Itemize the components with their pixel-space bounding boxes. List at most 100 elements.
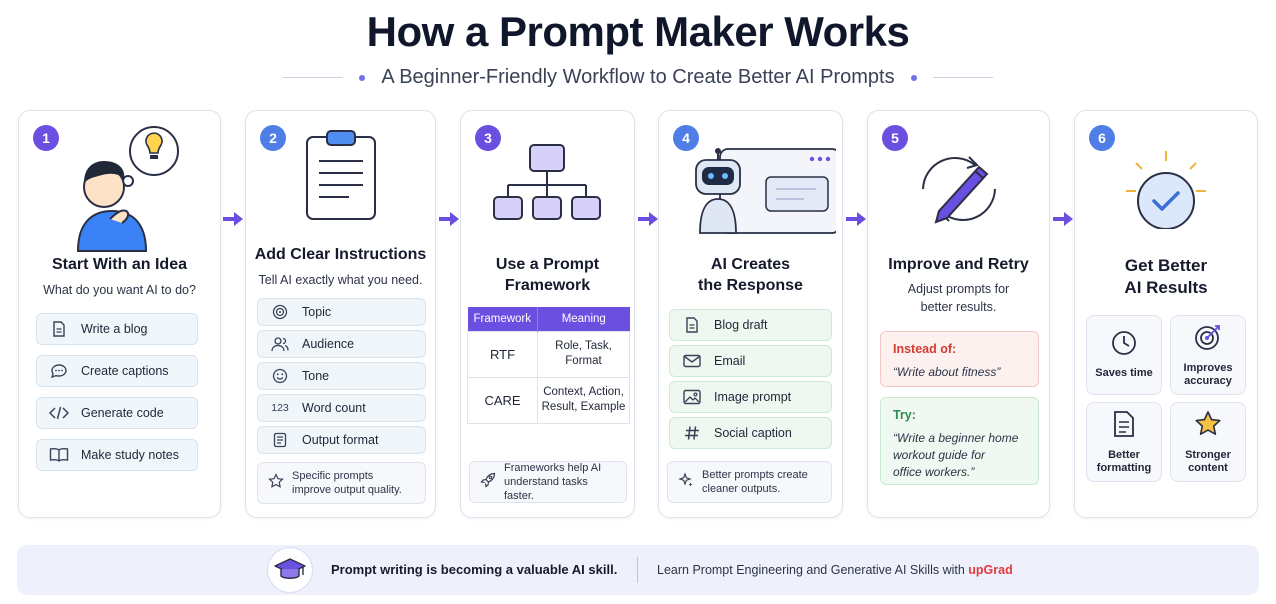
step-title-line: the Response <box>698 277 803 294</box>
step-description-line: better results. <box>920 300 997 314</box>
benefit-tile: Stronger content <box>1170 402 1246 482</box>
try-example-line: workout guide for <box>893 448 986 462</box>
book-icon <box>49 447 69 463</box>
benefit-label-line: content <box>1188 461 1228 474</box>
idea-item: Write a blog <box>36 313 198 345</box>
step-number-badge: 1 <box>33 125 59 151</box>
number-icon: 123 <box>271 402 289 414</box>
footer-cta-text: Learn Prompt Engineering and Generative … <box>657 563 969 577</box>
step-number-badge: 5 <box>882 125 908 151</box>
step-title: Use a Prompt Framework <box>461 254 634 296</box>
table-header: Meaning <box>537 307 630 331</box>
hierarchy-icon <box>461 143 634 227</box>
checkmark-badge-icon <box>1075 149 1257 229</box>
tip-note-line: Better prompts create <box>702 469 808 481</box>
page-title: How a Prompt Maker Works <box>366 8 910 55</box>
step-title-line: Get Better <box>1124 256 1208 275</box>
idea-item: Create captions <box>36 355 198 387</box>
benefit-label-line: Better <box>1108 448 1140 461</box>
instead-of-box: Instead of: “Write about fitness” <box>880 331 1039 387</box>
clipboard-icon <box>246 127 435 223</box>
tip-note-line: cleaner outputs. <box>702 483 781 495</box>
instruction-item-label: Tone <box>302 369 330 383</box>
instruction-item-label: Word count <box>302 401 366 415</box>
instruction-item: 123 Word count <box>257 394 426 422</box>
benefit-label: Stronger content <box>1185 449 1231 475</box>
benefit-tile: Improves accuracy <box>1170 315 1246 395</box>
rocket-icon <box>480 472 496 492</box>
output-item-label: Social caption <box>714 426 792 440</box>
benefit-label: Saves time <box>1095 367 1153 379</box>
instruction-item: Tone <box>257 362 426 390</box>
try-box: Try: “Write a beginner home workout guid… <box>880 397 1039 485</box>
table-cell-line: Format <box>565 355 602 367</box>
divider <box>932 77 993 78</box>
step-card-3: 3 Use a Prompt Framework Framework Meani… <box>460 110 635 518</box>
step-description: Tell AI exactly what you need. <box>258 273 423 287</box>
benefit-tile: Saves time <box>1086 315 1162 395</box>
step-card-6: 6 Get Better AI Results Saves time Impro… <box>1074 110 1258 518</box>
idea-item: Generate code <box>36 397 198 429</box>
step-title: Add Clear Instructions <box>254 246 427 263</box>
instruction-item: Output format <box>257 426 426 454</box>
arrow-right-icon <box>1053 212 1073 226</box>
tip-note-text: Specific prompts improve output quality. <box>292 470 402 496</box>
step-description: What do you want AI to do? <box>43 283 196 297</box>
code-icon <box>49 406 69 420</box>
benefit-label: Better formatting <box>1097 449 1151 475</box>
step-number-badge: 3 <box>475 125 501 151</box>
framework-table: Framework Meaning RTF Role, Task, Format… <box>467 307 630 424</box>
step-title-line: AI Results <box>1124 278 1208 297</box>
table-cell: Context, Action, Result, Example <box>537 376 630 424</box>
benefit-label-line: Stronger <box>1185 448 1231 461</box>
footer-message: Prompt writing is becoming a valuable AI… <box>331 562 618 577</box>
benefit-tile: Better formatting <box>1086 402 1162 482</box>
document-icon <box>49 321 69 337</box>
step-title: Start With an Idea <box>52 256 187 273</box>
arrow-right-icon <box>223 212 243 226</box>
step-number-badge: 4 <box>673 125 699 151</box>
email-icon <box>682 354 702 368</box>
table-header: Framework <box>467 307 538 331</box>
step-number-badge: 2 <box>260 125 286 151</box>
table-row: CARE Context, Action, Result, Example <box>467 376 630 424</box>
table-cell-line: Context, Action, <box>543 386 624 398</box>
arrow-right-icon <box>439 212 459 226</box>
idea-item-label: Make study notes <box>81 448 179 462</box>
instruction-item-label: Topic <box>302 305 332 319</box>
bullet-dot <box>359 74 366 81</box>
hashtag-icon <box>682 425 702 441</box>
output-item-label: Email <box>714 354 746 368</box>
brand-link[interactable]: upGrad <box>968 563 1013 577</box>
step-card-5: 5 Improve and Retry Adjust prompts for b… <box>867 110 1050 518</box>
step-title: AI Creates the Response <box>659 254 842 296</box>
image-icon <box>682 389 702 405</box>
step-description: Adjust prompts for better results. <box>868 280 1049 316</box>
tip-note-text: Frameworks help AI understand tasks fast… <box>504 461 616 503</box>
table-cell: Role, Task, Format <box>537 330 630 378</box>
divider <box>283 77 344 78</box>
instruction-item-label: Audience <box>302 337 355 351</box>
idea-item-label: Write a blog <box>81 322 148 336</box>
step-title-line: Framework <box>504 277 591 294</box>
output-item: Email <box>669 345 832 377</box>
benefit-label-line: accuracy <box>1184 374 1232 387</box>
clock-icon <box>1111 330 1137 361</box>
step-title-line: AI Creates <box>710 256 791 273</box>
footer-cta: Learn Prompt Engineering and Generative … <box>657 563 1013 577</box>
star-outline-icon <box>268 473 284 493</box>
robot-chat-icon <box>669 145 852 235</box>
arrow-right-icon <box>638 212 658 226</box>
step-description-line: Adjust prompts for <box>907 282 1010 296</box>
output-item: Image prompt <box>669 381 832 413</box>
format-icon <box>270 432 290 448</box>
tip-note: Frameworks help AI understand tasks fast… <box>469 461 627 503</box>
try-example-line: office workers.” <box>893 465 975 479</box>
footer-banner: Prompt writing is becoming a valuable AI… <box>17 545 1259 595</box>
document-icon <box>682 317 702 333</box>
output-item-label: Image prompt <box>714 390 792 404</box>
instruction-item-label: Output format <box>302 433 379 447</box>
instruction-item: Topic <box>257 298 426 326</box>
benefit-label-line: formatting <box>1096 461 1152 474</box>
tip-note-line: understand tasks faster. <box>504 476 588 502</box>
